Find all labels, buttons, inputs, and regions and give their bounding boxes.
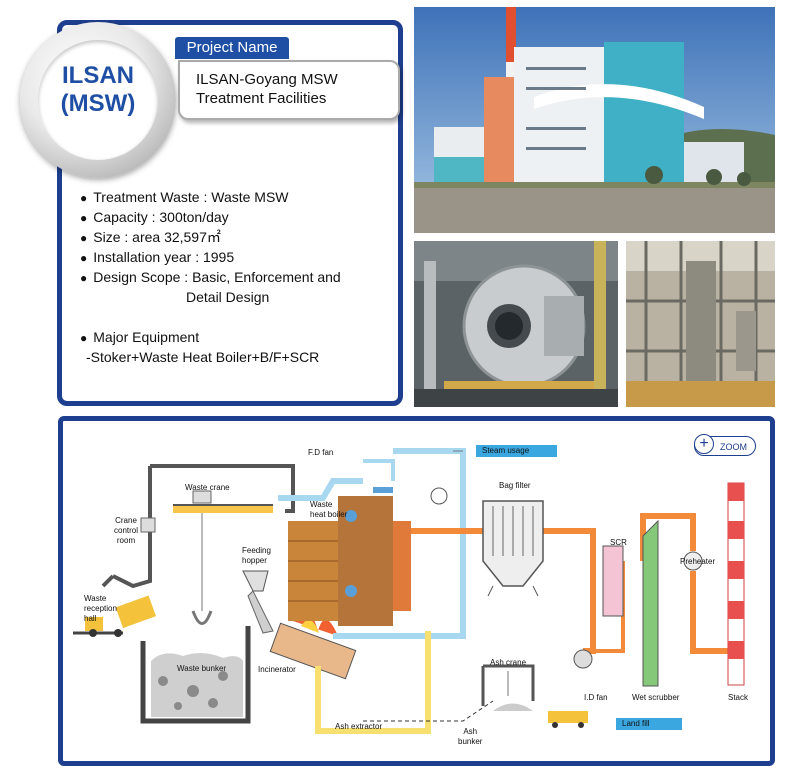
scr-label: SCR: [610, 538, 627, 547]
bullet-icon: ●: [80, 271, 88, 285]
project-title-line-2: Treatment Facilities: [196, 90, 327, 107]
spec-design-scope-cont: Detail Design: [186, 289, 270, 305]
bullet-icon: ●: [80, 191, 88, 205]
project-badge-inner: [38, 40, 158, 160]
ash-extractor-label: Ash extractor: [335, 722, 383, 731]
bag-filter-label: Bag filter: [499, 481, 531, 490]
process-diagram-drawing: [73, 448, 745, 734]
preheater-label: Preheater: [680, 557, 716, 566]
spec-design-scope: ●Design Scope : Basic, Enforcement and: [80, 269, 341, 285]
waste-bunker-label: Waste bunker: [177, 664, 227, 673]
bullet-icon: ●: [80, 231, 88, 245]
steam-usage-tag: Steam usage: [476, 445, 557, 457]
spec-installation-year: ●Installation year : 1995: [80, 249, 235, 265]
id-fan-label: I.D fan: [584, 693, 608, 702]
incinerator-label: Incinerator: [258, 665, 296, 674]
bullet-icon: ●: [80, 251, 88, 265]
project-badge-text: ILSAN (MSW): [38, 62, 158, 118]
fd-fan-label: F.D fan: [308, 448, 334, 457]
plant-exterior-photo: [414, 7, 775, 233]
spec-major-equipment: ●Major Equipment: [80, 329, 200, 345]
ash-crane-label: Ash crane: [490, 658, 527, 667]
waste-reception-hall-label: Waste reception hall: [84, 594, 117, 623]
boiler-interior-photo: [414, 241, 618, 407]
bullet-icon: ●: [80, 331, 88, 345]
project-title-line-1: ILSAN-Goyang MSW: [196, 71, 338, 88]
bullet-icon: ●: [80, 211, 88, 225]
plant-structure-photo: [626, 241, 775, 407]
badge-line-1: ILSAN: [62, 62, 134, 89]
spec-size: ●Size : area 32,597㎡: [80, 229, 221, 245]
waste-heat-boiler-label: Waste heat boiler: [310, 500, 348, 519]
zoom-plus-icon[interactable]: +: [694, 434, 714, 454]
ash-bunker-label: Ash bunker: [458, 727, 483, 746]
stack-label: Stack: [728, 693, 749, 702]
spec-treatment-waste: ●Treatment Waste : Waste MSW: [80, 189, 289, 205]
project-name-label: Project Name: [175, 37, 289, 59]
land-fill-tag: Land fill: [616, 718, 682, 730]
badge-line-2: (MSW): [60, 90, 136, 117]
wet-scrubber-label: Wet scrubber: [632, 693, 680, 702]
waste-crane-label: Waste crane: [185, 483, 230, 492]
spec-capacity: ●Capacity : 300ton/day: [80, 209, 229, 225]
project-name-box: ILSAN-Goyang MSW Treatment Facilities: [178, 60, 400, 120]
spec-equipment-list: -Stoker+Waste Heat Boiler+B/F+SCR: [86, 349, 320, 365]
crane-control-room-label: Crane control room: [114, 516, 139, 545]
feeding-hopper-label: Feeding hopper: [242, 546, 271, 565]
